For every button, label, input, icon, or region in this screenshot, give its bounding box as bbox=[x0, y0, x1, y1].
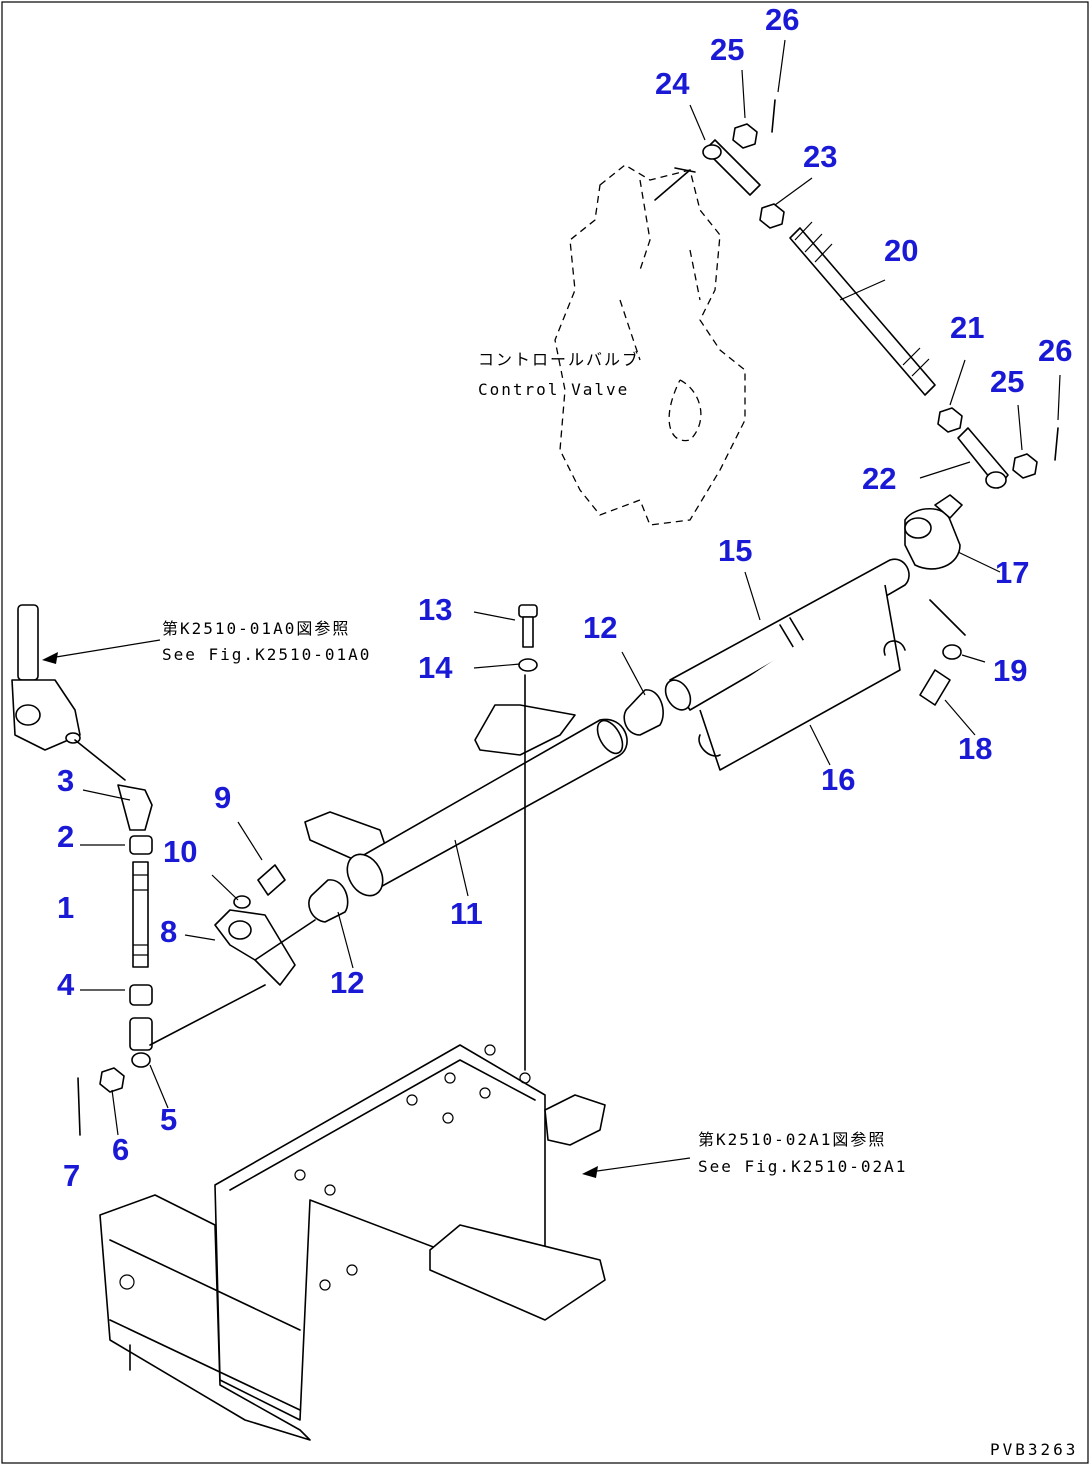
callout-9: 9 bbox=[214, 780, 231, 815]
main-shaft-11 bbox=[304, 704, 628, 897]
nut-4 bbox=[129, 984, 153, 1006]
cotter-pin-26-right bbox=[1054, 427, 1059, 461]
frame-body bbox=[214, 1044, 546, 1421]
bushing-12-left bbox=[308, 879, 349, 923]
callout-19: 19 bbox=[993, 653, 1027, 688]
callout-21: 21 bbox=[950, 310, 984, 345]
leader-lines bbox=[80, 39, 1061, 1136]
control-valve-outline bbox=[554, 164, 746, 526]
chassis-frame bbox=[99, 1044, 606, 1441]
bolt-13-washer-14 bbox=[518, 604, 538, 1071]
cotter-pin-7 bbox=[77, 1077, 81, 1136]
callout-10: 10 bbox=[163, 834, 197, 869]
callout-26-right: 26 bbox=[1038, 333, 1072, 368]
callout-7: 7 bbox=[63, 1158, 80, 1193]
callout-3: 3 bbox=[57, 763, 74, 798]
control-valve-label-jp: コントロールバルブ bbox=[478, 350, 640, 369]
reference-arrows bbox=[42, 639, 691, 1178]
left-lever-assembly bbox=[11, 604, 349, 1136]
drawing-code: PVB3263 bbox=[990, 1440, 1078, 1459]
nut-25-top bbox=[732, 123, 758, 149]
callout-8: 8 bbox=[160, 914, 177, 949]
lever-post bbox=[17, 604, 39, 681]
nut-23 bbox=[759, 203, 785, 229]
bolt-18 bbox=[919, 669, 951, 706]
upper-linkage bbox=[702, 99, 1059, 706]
callout-25-right: 25 bbox=[990, 364, 1024, 399]
shaft-15 bbox=[669, 558, 910, 711]
callout-22: 22 bbox=[862, 461, 896, 496]
callout-5: 5 bbox=[160, 1102, 177, 1137]
control-valve-label-en: Control Valve bbox=[478, 380, 629, 399]
callout-15: 15 bbox=[718, 533, 752, 568]
callout-23: 23 bbox=[803, 139, 837, 174]
reference-note-top-jp: 第K2510-01A0図参照 bbox=[162, 619, 350, 638]
cotter-pin-26-top bbox=[771, 99, 776, 133]
callout-17: 17 bbox=[995, 555, 1029, 590]
callout-25-top: 25 bbox=[710, 32, 744, 67]
rod-20 bbox=[789, 227, 936, 396]
reference-note-bottom-en: See Fig.K2510-02A1 bbox=[698, 1157, 907, 1176]
callout-12-left: 12 bbox=[330, 965, 364, 1000]
callout-20: 20 bbox=[884, 233, 918, 268]
bushing-12-right bbox=[623, 689, 664, 736]
callout-1: 1 bbox=[57, 890, 74, 925]
cover-16 bbox=[699, 584, 901, 771]
reference-note-top-en: See Fig.K2510-01A0 bbox=[162, 645, 371, 664]
callout-2: 2 bbox=[57, 819, 74, 854]
washer-19 bbox=[942, 644, 962, 660]
callout-13: 13 bbox=[418, 592, 452, 627]
callout-11: 11 bbox=[450, 896, 483, 931]
rod-1 bbox=[132, 861, 149, 968]
callout-24: 24 bbox=[655, 66, 690, 101]
reference-note-bottom-jp: 第K2510-02A1図参照 bbox=[698, 1130, 886, 1149]
nut-6 bbox=[99, 1067, 125, 1093]
callout-4: 4 bbox=[57, 967, 75, 1002]
washer-10 bbox=[233, 895, 251, 909]
callout-18: 18 bbox=[958, 731, 992, 766]
nut-21 bbox=[937, 407, 963, 433]
rod-end-5 bbox=[129, 1017, 153, 1051]
nut-25-right bbox=[1012, 453, 1038, 479]
callout-16: 16 bbox=[821, 762, 855, 797]
frame-foot bbox=[429, 1224, 606, 1321]
callouts: 1 2 3 4 5 6 7 8 9 10 11 12 12 13 14 15 1… bbox=[57, 2, 1072, 1193]
callout-26-top: 26 bbox=[765, 2, 799, 37]
lever-8 bbox=[214, 909, 296, 986]
ball-joint-3 bbox=[117, 784, 153, 831]
bolt-9 bbox=[257, 864, 286, 896]
lever-17 bbox=[904, 507, 961, 570]
callout-6: 6 bbox=[112, 1132, 129, 1167]
callout-14: 14 bbox=[418, 650, 453, 685]
shaft-assembly-15-16 bbox=[623, 558, 910, 771]
nut-2 bbox=[129, 835, 153, 855]
frame-block bbox=[544, 1094, 606, 1146]
callout-12-right: 12 bbox=[583, 610, 617, 645]
